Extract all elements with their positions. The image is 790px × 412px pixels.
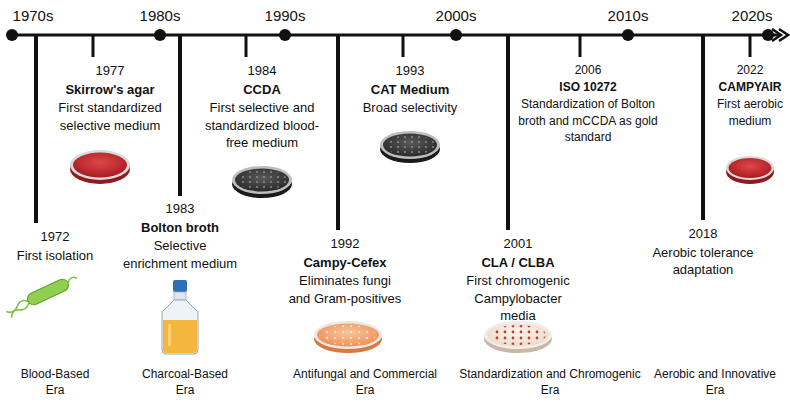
event-description: First chromogenic Campylobacter media [455,272,581,325]
event-description: Broad selectivity [350,99,470,117]
broth-bottle [162,280,198,354]
medium-name: CAMPYAIR [712,79,788,95]
medium-name: Campy-Cefex [287,254,403,272]
long-tick [36,35,703,230]
era-label: Charcoal-Based Era [138,366,233,398]
era-label: Aerobic and Innovative Era [649,366,781,398]
medium-name: Skirrow's agar [49,81,171,99]
decade-label: 2010s [598,6,658,26]
year-label: 1983 [122,200,239,218]
year-label: 2018 [643,225,763,243]
medium-name: Bolton broth [122,219,239,237]
event-description: Aerobic tolerance adaptation [643,244,763,279]
petri-dish-charcoal [232,166,292,198]
medium-name: CAT Medium [350,81,470,99]
decade-label: 1990s [255,6,315,26]
era-label: Blood-Based Era [15,366,95,398]
bacterium-icon [4,273,81,319]
era-label: Antifungal and Commercial Era [288,366,443,398]
year-label: 2001 [455,235,581,253]
medium-name: CLA / CLBA [455,254,581,272]
time-axis [6,29,788,41]
year-label: 1992 [287,235,403,253]
event-description: First standardized selective medium [49,99,171,134]
petri-dish-red [726,156,774,184]
year-label: 1977 [49,62,171,80]
event-description: Standardization of Bolton broth and mCCD… [515,96,661,145]
year-label: 2022 [712,62,788,78]
short-tick [93,35,750,57]
petri-dish-orange [314,321,382,353]
year-label: 2006 [515,62,661,78]
event-description: Eliminates fungi and Gram-positives [287,272,403,307]
medium-name: ISO 10272 [515,79,661,95]
event-description: First selective and standardized blood-f… [201,99,323,152]
year-label: 1972 [5,228,105,246]
event-description: Selective enrichment medium [122,237,239,272]
petri-dish-red [70,150,130,184]
petri-dish-chromogenic [484,321,552,353]
event-description: First isolation [5,247,105,265]
petri-dish-charcoal [380,131,440,163]
decade-label: 2020s [722,6,782,26]
medium-name: CCDA [201,81,323,99]
decade-label: 1970s [3,6,63,26]
event-description: First aerobic medium [712,96,788,128]
decade-label: 2000s [426,6,486,26]
year-label: 1984 [201,62,323,80]
decade-label: 1980s [130,6,190,26]
year-label: 1993 [350,62,470,80]
era-label: Standardization and Chromogenic Era [455,366,645,398]
